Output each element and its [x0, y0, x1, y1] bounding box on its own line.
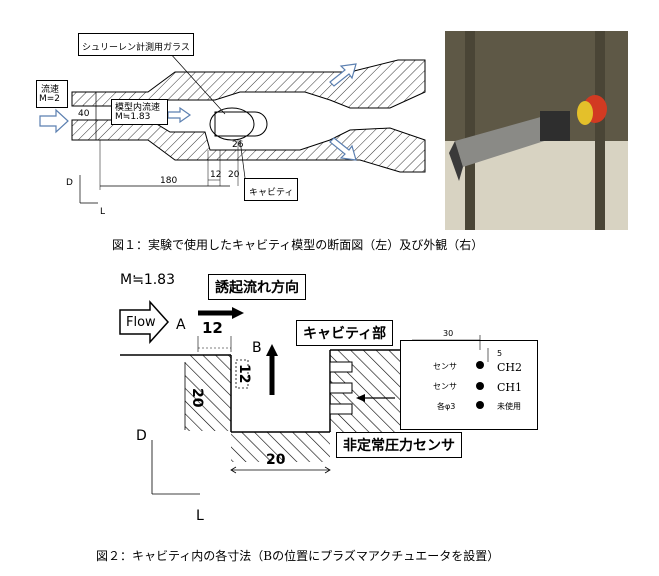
glass-label-box: シュリーレン計測用ガラス — [78, 33, 194, 56]
dim-26: 26 — [232, 140, 244, 150]
flow-arrow-icon — [119, 300, 170, 344]
sensor-label: 非定常圧力センサ — [343, 438, 455, 454]
inset-ch2: CH2 — [497, 361, 523, 374]
dim-20-vertical: 20 — [189, 388, 205, 408]
inset-dim-5: 5 — [497, 349, 503, 358]
model-photo — [445, 31, 628, 230]
sensor-label-box: 非定常圧力センサ — [336, 432, 462, 458]
dim-180: 180 — [160, 176, 178, 186]
inflow-label-line1: 流速 — [41, 85, 60, 95]
dim-40: 40 — [78, 109, 90, 119]
inner-flow-line1: 模型内流速 — [115, 103, 161, 113]
cavity-floor — [231, 432, 330, 462]
sensor-inset-box: 30 5 センサ センサ 各φ3 CH2 CH1 未使用 — [400, 329, 538, 430]
inflow-arrow-icon — [39, 108, 69, 134]
induced-flow-box: 誘起流れ方向 — [208, 274, 306, 300]
dim-12-vertical: 12 — [236, 364, 252, 384]
inset-ch1: CH1 — [497, 381, 523, 394]
fig2-axis-d: D — [136, 428, 147, 444]
dim-12: 12 — [210, 170, 222, 180]
inflow-label-line2: M=2 — [39, 94, 61, 104]
induced-flow-label: 誘起流れ方向 — [215, 280, 299, 296]
inset-hole-label: 各φ3 — [437, 402, 456, 411]
inset-dim-30: 30 — [443, 329, 454, 338]
outflow-arrow-up-icon — [329, 63, 357, 87]
dim-12-horizontal: 12 — [202, 319, 223, 337]
cavity-label-box: キャビティ — [244, 178, 299, 201]
fig1-axis-l: L — [100, 207, 106, 217]
induced-flow-arrow-right-icon — [232, 307, 244, 319]
flow-label: Flow — [126, 315, 156, 330]
inset-sensor2: センサ — [433, 382, 457, 391]
inset-unused: 未使用 — [497, 402, 521, 411]
figure1-caption: 図１：実験で使用したキャビティ模型の断面図（左）及び外観（右） — [112, 238, 484, 252]
cavity-part-label: キャビティ部 — [303, 326, 387, 342]
cavity-left-wall — [185, 355, 231, 431]
cavity-part-box: キャビティ部 — [296, 320, 394, 346]
model-lower-body — [71, 119, 426, 173]
cavity-shape — [214, 111, 268, 137]
inner-flow-line2: M≒1.83 — [115, 112, 151, 122]
inset-sensor1: センサ — [433, 362, 457, 371]
figure2-caption: 図２：キャビティ内の各寸法（Bの位置にプラズマアクチュエータを設置） — [96, 549, 500, 563]
dim-20-horizontal: 20 — [266, 452, 286, 468]
dim-20: 20 — [228, 170, 240, 180]
cavity-label: キャビティ — [249, 188, 294, 198]
mach-label: M≒1.83 — [120, 272, 175, 288]
fig2-axis-l: L — [196, 508, 204, 524]
induced-flow-arrow-up-icon — [266, 344, 278, 356]
point-b: B — [252, 340, 262, 356]
inflow-label-box: 流速 M=2 — [36, 80, 68, 108]
fig1-axis-d: D — [66, 178, 73, 188]
inner-flow-arrow-icon — [167, 106, 192, 124]
photo-illustration — [445, 31, 628, 230]
glass-window — [209, 107, 255, 141]
glass-label: シュリーレン計測用ガラス — [82, 43, 190, 53]
point-a: A — [176, 317, 186, 333]
outflow-arrow-down-icon — [329, 137, 357, 161]
inner-flow-label-box: 模型内流速 M≒1.83 — [111, 99, 168, 125]
